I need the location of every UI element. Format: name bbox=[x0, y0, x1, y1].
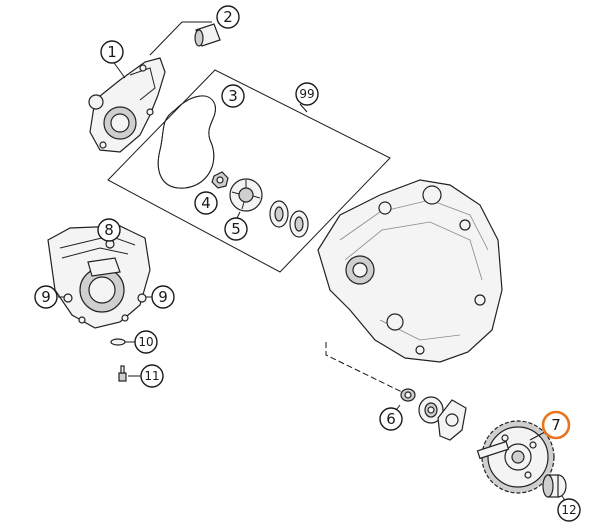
needle-bearing-part bbox=[542, 474, 567, 503]
bearing-plate-part bbox=[437, 399, 467, 441]
water-pump-cover-part bbox=[88, 21, 212, 153]
callout-6[interactable]: 6 bbox=[379, 407, 403, 431]
callout-1[interactable]: 1 bbox=[100, 40, 124, 64]
callout-10[interactable]: 10 bbox=[134, 330, 158, 354]
callout-4[interactable]: 4 bbox=[194, 191, 218, 215]
o-ring-part bbox=[110, 338, 126, 346]
callout-99[interactable]: 99 bbox=[295, 82, 319, 106]
callout-7[interactable]: 7 bbox=[541, 410, 571, 440]
pump-gear-part bbox=[476, 420, 555, 494]
screw-part bbox=[118, 365, 127, 382]
engine-case-part bbox=[317, 179, 503, 363]
impeller-part bbox=[229, 178, 263, 221]
water-pump-housing-part bbox=[47, 225, 152, 329]
sleeve-part bbox=[194, 23, 221, 47]
bearing-part bbox=[418, 396, 444, 424]
callout-11[interactable]: 11 bbox=[140, 364, 164, 388]
callout-2[interactable]: 2 bbox=[216, 5, 240, 29]
callout-3[interactable]: 3 bbox=[221, 84, 245, 108]
callout-5[interactable]: 5 bbox=[224, 217, 248, 241]
seal-rings-part bbox=[269, 200, 309, 238]
assembly-axis bbox=[325, 342, 403, 393]
kit-frame bbox=[107, 69, 391, 273]
callout-9-right[interactable]: 9 bbox=[151, 285, 175, 309]
callout-9-left[interactable]: 9 bbox=[34, 285, 58, 309]
callout-12[interactable]: 12 bbox=[557, 498, 581, 522]
gasket-part bbox=[157, 95, 216, 189]
callout-8[interactable]: 8 bbox=[97, 218, 121, 242]
nut-part bbox=[211, 171, 229, 189]
